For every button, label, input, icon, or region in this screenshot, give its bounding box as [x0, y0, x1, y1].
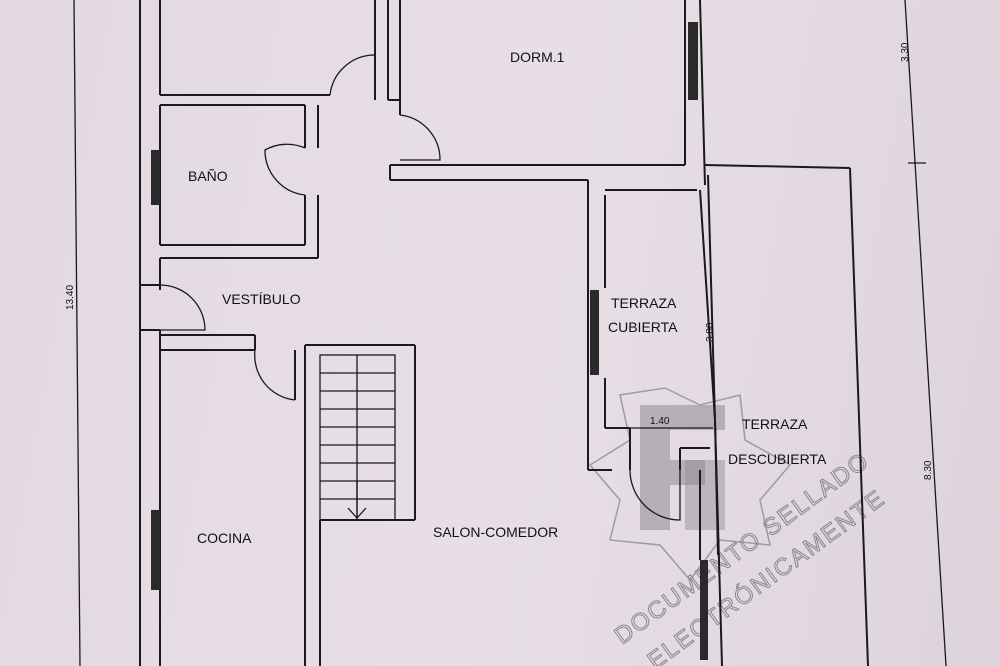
dimension-lines: [73, 0, 947, 666]
stair-direction-arrow-icon: [347, 480, 367, 519]
room-label-dorm1: DORM.1: [510, 49, 565, 65]
dimension-right-top: 3.30: [900, 42, 911, 62]
room-label-salon-comedor: SALON-COMEDOR: [433, 524, 558, 540]
staircase: [319, 354, 396, 521]
walls: [139, 0, 869, 666]
room-label-vestibulo: VESTÍBULO: [222, 291, 301, 307]
room-labels: DORM.1 BAÑO VESTÍBULO TERRAZA CUBIERTA T…: [188, 49, 827, 546]
room-label-terraza-descubierta-1: TERRAZA: [742, 416, 808, 432]
doors: [159, 54, 681, 521]
electronic-seal-stamp: DOCUMENTO SELLADO ELECTRÓNICAMENTE: [588, 387, 891, 666]
room-label-terraza-descubierta-2: DESCUBIERTA: [728, 451, 827, 467]
dimension-right-bottom: 8.30: [923, 460, 934, 480]
dimension-labels: 13.40 3.30 8.30 3.80 1.40: [65, 42, 934, 480]
dimension-left-total: 13.40: [65, 285, 76, 310]
dimension-terraza-height: 3.80: [705, 322, 716, 342]
dimension-terraza-width: 1.40: [650, 416, 670, 427]
room-label-bano: BAÑO: [188, 168, 228, 184]
room-label-cocina: COCINA: [197, 530, 252, 546]
room-label-terraza-cubierta-1: TERRAZA: [611, 295, 677, 311]
room-label-terraza-cubierta-2: CUBIERTA: [608, 319, 678, 335]
